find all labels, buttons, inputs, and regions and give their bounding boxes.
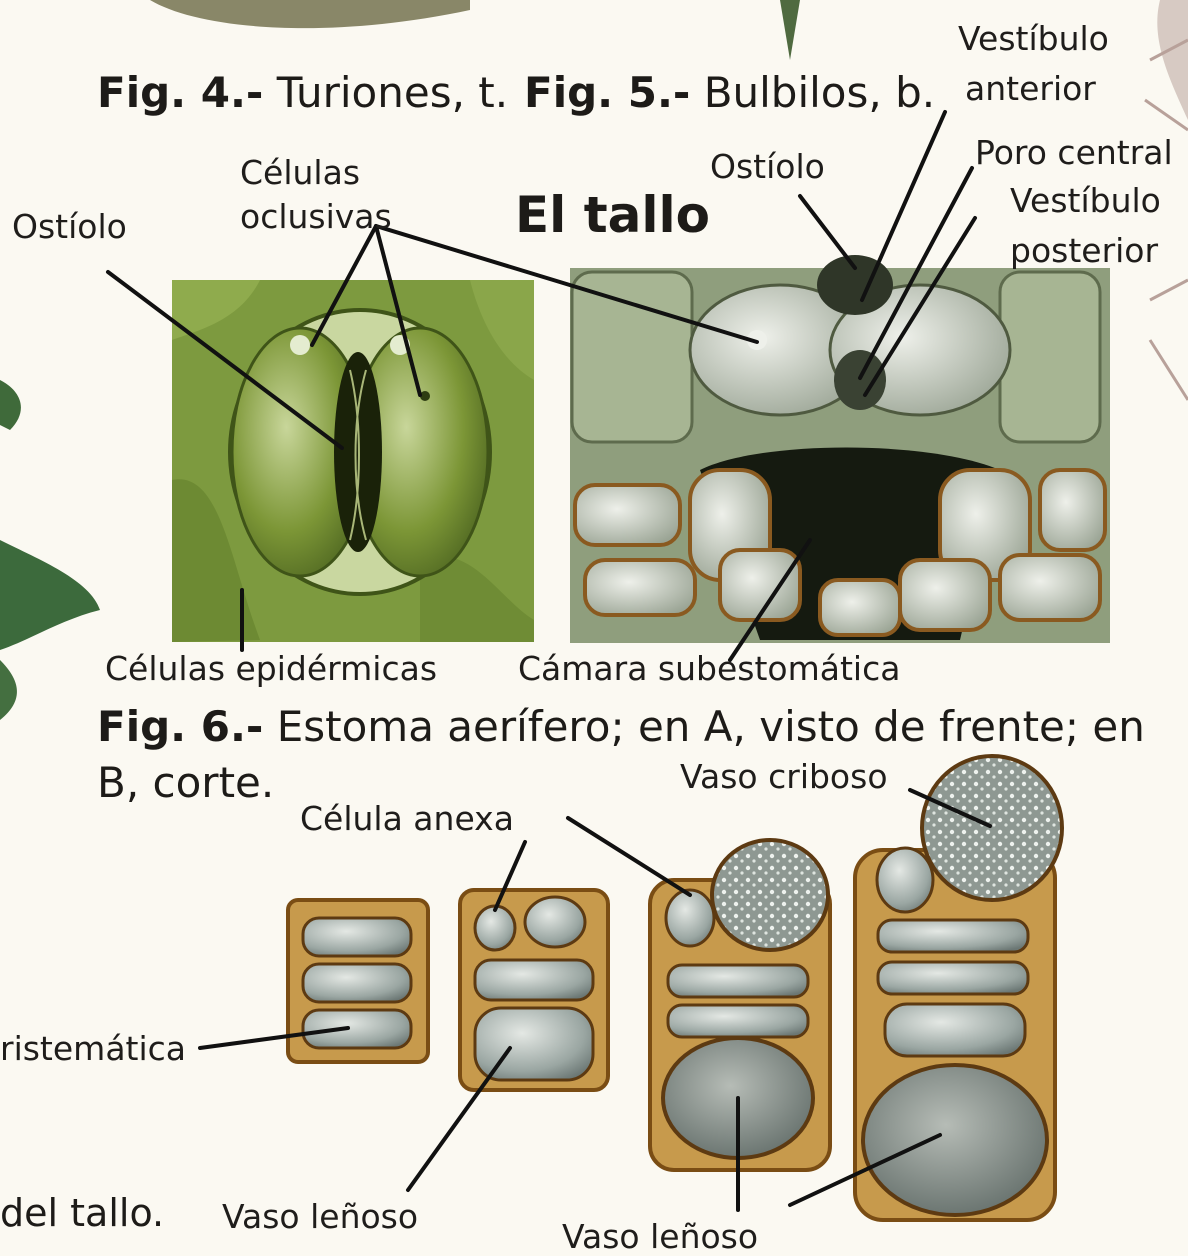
fig6-text-line1: Estoma aerífero; en A, visto de frente; … <box>277 702 1145 751</box>
fig6-number: Fig. 6.- <box>97 702 263 751</box>
fig5-text: Bulbilos, b. <box>704 68 935 117</box>
fig6-text-line2: B, corte. <box>97 762 274 804</box>
label-celula-anexa: Célula anexa <box>300 802 514 835</box>
fig4-caption: Fig. 4.- Turiones, t. <box>97 72 508 114</box>
label-ostiolo-b: Ostíolo <box>710 150 825 183</box>
label-vestibulo-posterior-1: Vestíbulo <box>1010 184 1161 217</box>
section-title: El tallo <box>515 190 710 240</box>
label-ostiolo-a: Ostíolo <box>12 210 127 243</box>
label-vestibulo-anterior-2: anterior <box>965 72 1096 105</box>
leader-celula-anexa-2 <box>568 818 690 895</box>
label-celulas-epidermicas: Células epidérmicas <box>105 652 437 685</box>
label-vaso-lenoso-2: Vaso leñoso <box>562 1220 758 1253</box>
cell-series-2 <box>460 890 608 1090</box>
label-meristematica: ristemática <box>0 1032 186 1065</box>
fig4-number: Fig. 4.- <box>97 68 263 117</box>
label-camara-subestomatica: Cámara subestomática <box>518 652 900 685</box>
stem-caption-fragment: del tallo. <box>0 1194 164 1232</box>
label-celulas-oclusivas-2: oclusivas <box>240 200 392 233</box>
fig5-number: Fig. 5.- <box>524 68 690 117</box>
cell-series-1 <box>288 900 428 1062</box>
fig4-text: Turiones, t. <box>277 68 508 117</box>
fig5-caption: Fig. 5.- Bulbilos, b. <box>524 72 935 114</box>
cell-series-4 <box>855 756 1062 1220</box>
label-celulas-oclusivas-1: Células <box>240 156 360 189</box>
label-poro-central: Poro central <box>975 136 1173 169</box>
stoma-section-view <box>570 255 1110 643</box>
label-vaso-criboso: Vaso criboso <box>680 760 888 793</box>
label-vaso-lenoso-1: Vaso leñoso <box>222 1200 418 1233</box>
label-vestibulo-anterior-1: Vestíbulo <box>958 22 1109 55</box>
foliage-left-decoration <box>0 380 100 720</box>
stoma-front-view <box>172 280 534 642</box>
label-vestibulo-posterior-2: posterior <box>1010 234 1158 267</box>
leader-ostiolo-b <box>800 196 855 268</box>
fig6-caption: Fig. 6.- Estoma aerífero; en A, visto de… <box>97 706 1145 748</box>
